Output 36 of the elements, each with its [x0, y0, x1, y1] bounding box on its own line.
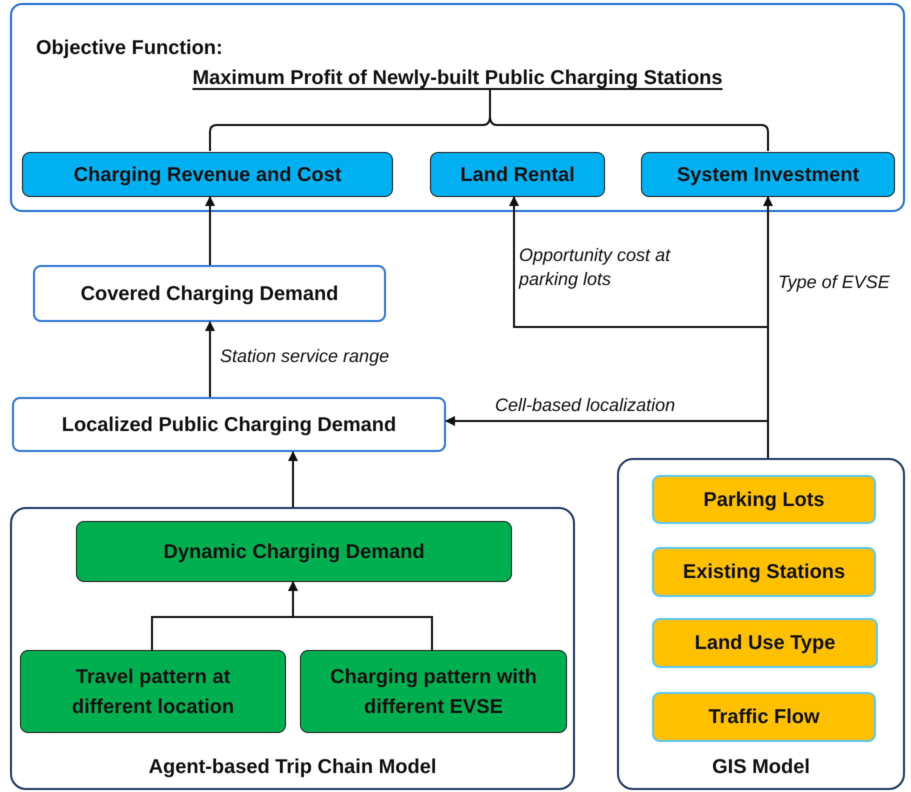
- box-label: Traffic Flow: [708, 705, 820, 730]
- data-layer-box: [652, 618, 878, 668]
- panel-heading: Objective Function:: [36, 36, 223, 61]
- arrow: [445, 416, 769, 458]
- process-box: [12, 397, 446, 452]
- objective-panel: [10, 3, 905, 212]
- data-layer-box: [652, 475, 876, 524]
- arrow: [288, 581, 433, 650]
- box-label: Existing Stations: [682, 560, 846, 585]
- process-box: [33, 265, 386, 322]
- box-label: Land Rental: [460, 162, 575, 188]
- arrow: [288, 451, 298, 507]
- objective-title: Maximum Profit of Newly-built Public Charging Stations: [191, 66, 724, 91]
- box-label: Land Use Type: [694, 631, 836, 656]
- model-panel: [617, 458, 905, 790]
- box-label: Covered Charging Demand: [80, 282, 338, 306]
- objective-term-box: [641, 152, 895, 197]
- box-label: Localized Public Charging Demand: [62, 412, 396, 438]
- box-label: Dynamic Charging Demand: [163, 540, 425, 564]
- objective-term-box: [430, 152, 605, 197]
- arrow: [205, 196, 215, 265]
- model-panel: [10, 507, 575, 790]
- objective-term-box: [22, 152, 393, 197]
- box-label: System Investment: [676, 162, 860, 188]
- data-layer-box: [652, 692, 876, 742]
- arrow: [205, 321, 215, 397]
- process-box: [300, 650, 567, 733]
- process-box: [20, 650, 286, 733]
- panel-caption: GIS Model: [711, 755, 811, 780]
- box-label: Parking Lots: [703, 488, 825, 512]
- data-layer-box: [652, 547, 876, 597]
- process-box: [76, 521, 512, 582]
- box-label: Charging pattern with different EVSE: [329, 664, 538, 720]
- panel-caption: Agent-based Trip Chain Model: [148, 755, 438, 780]
- box-label: Travel pattern at different location: [70, 664, 236, 720]
- box-label: Charging Revenue and Cost: [74, 162, 342, 188]
